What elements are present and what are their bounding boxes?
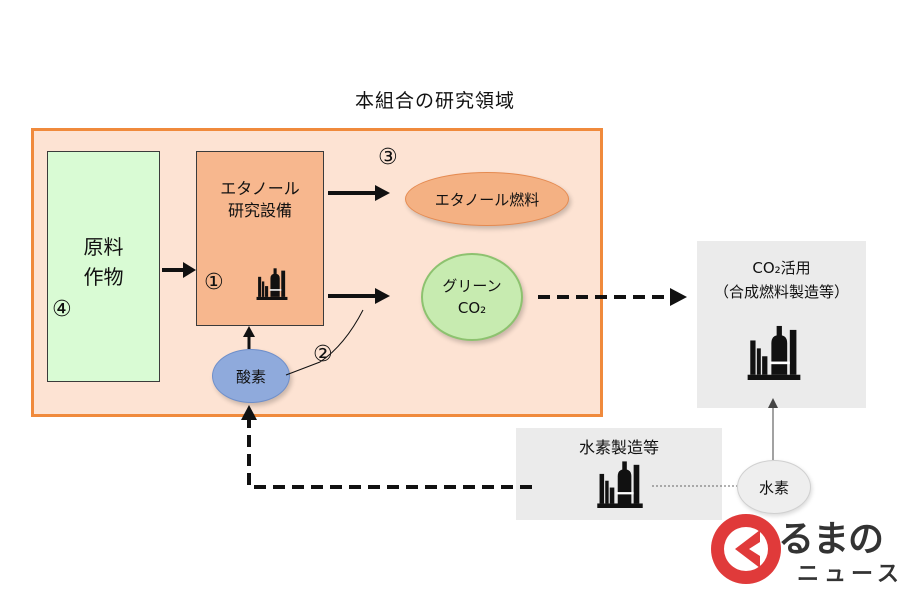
research-region-label: 本組合の研究領域	[355, 90, 516, 112]
raw-material-label: 原料 作物	[83, 235, 124, 289]
arrow-co2-to-usage-head	[670, 288, 687, 306]
ethanol-fuel-node: エタノール燃料	[405, 172, 569, 226]
logo-subtext: ニュース	[797, 562, 900, 587]
arrow-h2make-to-oxygen	[247, 418, 532, 489]
ethanol-facility-label: エタノール 研究設備	[220, 179, 300, 220]
green-co2-line1: グリーン	[442, 277, 502, 295]
step-number-2: ②	[313, 342, 333, 367]
logo-text: るまの	[778, 519, 884, 560]
co2-usage-box	[697, 241, 866, 408]
co2-usage-label: CO₂活用 （合成燃料製造等）	[713, 259, 849, 301]
logo-mark-icon	[711, 514, 781, 584]
green-co2-line2: CO₂	[457, 299, 487, 317]
hydrogen-node: 水素	[737, 460, 811, 514]
step-number-1: ①	[204, 270, 224, 295]
ethanol-facility-box	[196, 151, 324, 326]
oxygen-node: 酸素	[212, 349, 290, 403]
step-number-3: ③	[378, 145, 398, 170]
green-co2-node: グリーン CO₂	[421, 253, 523, 341]
raw-material-box	[47, 151, 160, 382]
step-number-4: ④	[52, 297, 72, 322]
hydrogen-production-label: 水素製造等	[578, 438, 659, 457]
